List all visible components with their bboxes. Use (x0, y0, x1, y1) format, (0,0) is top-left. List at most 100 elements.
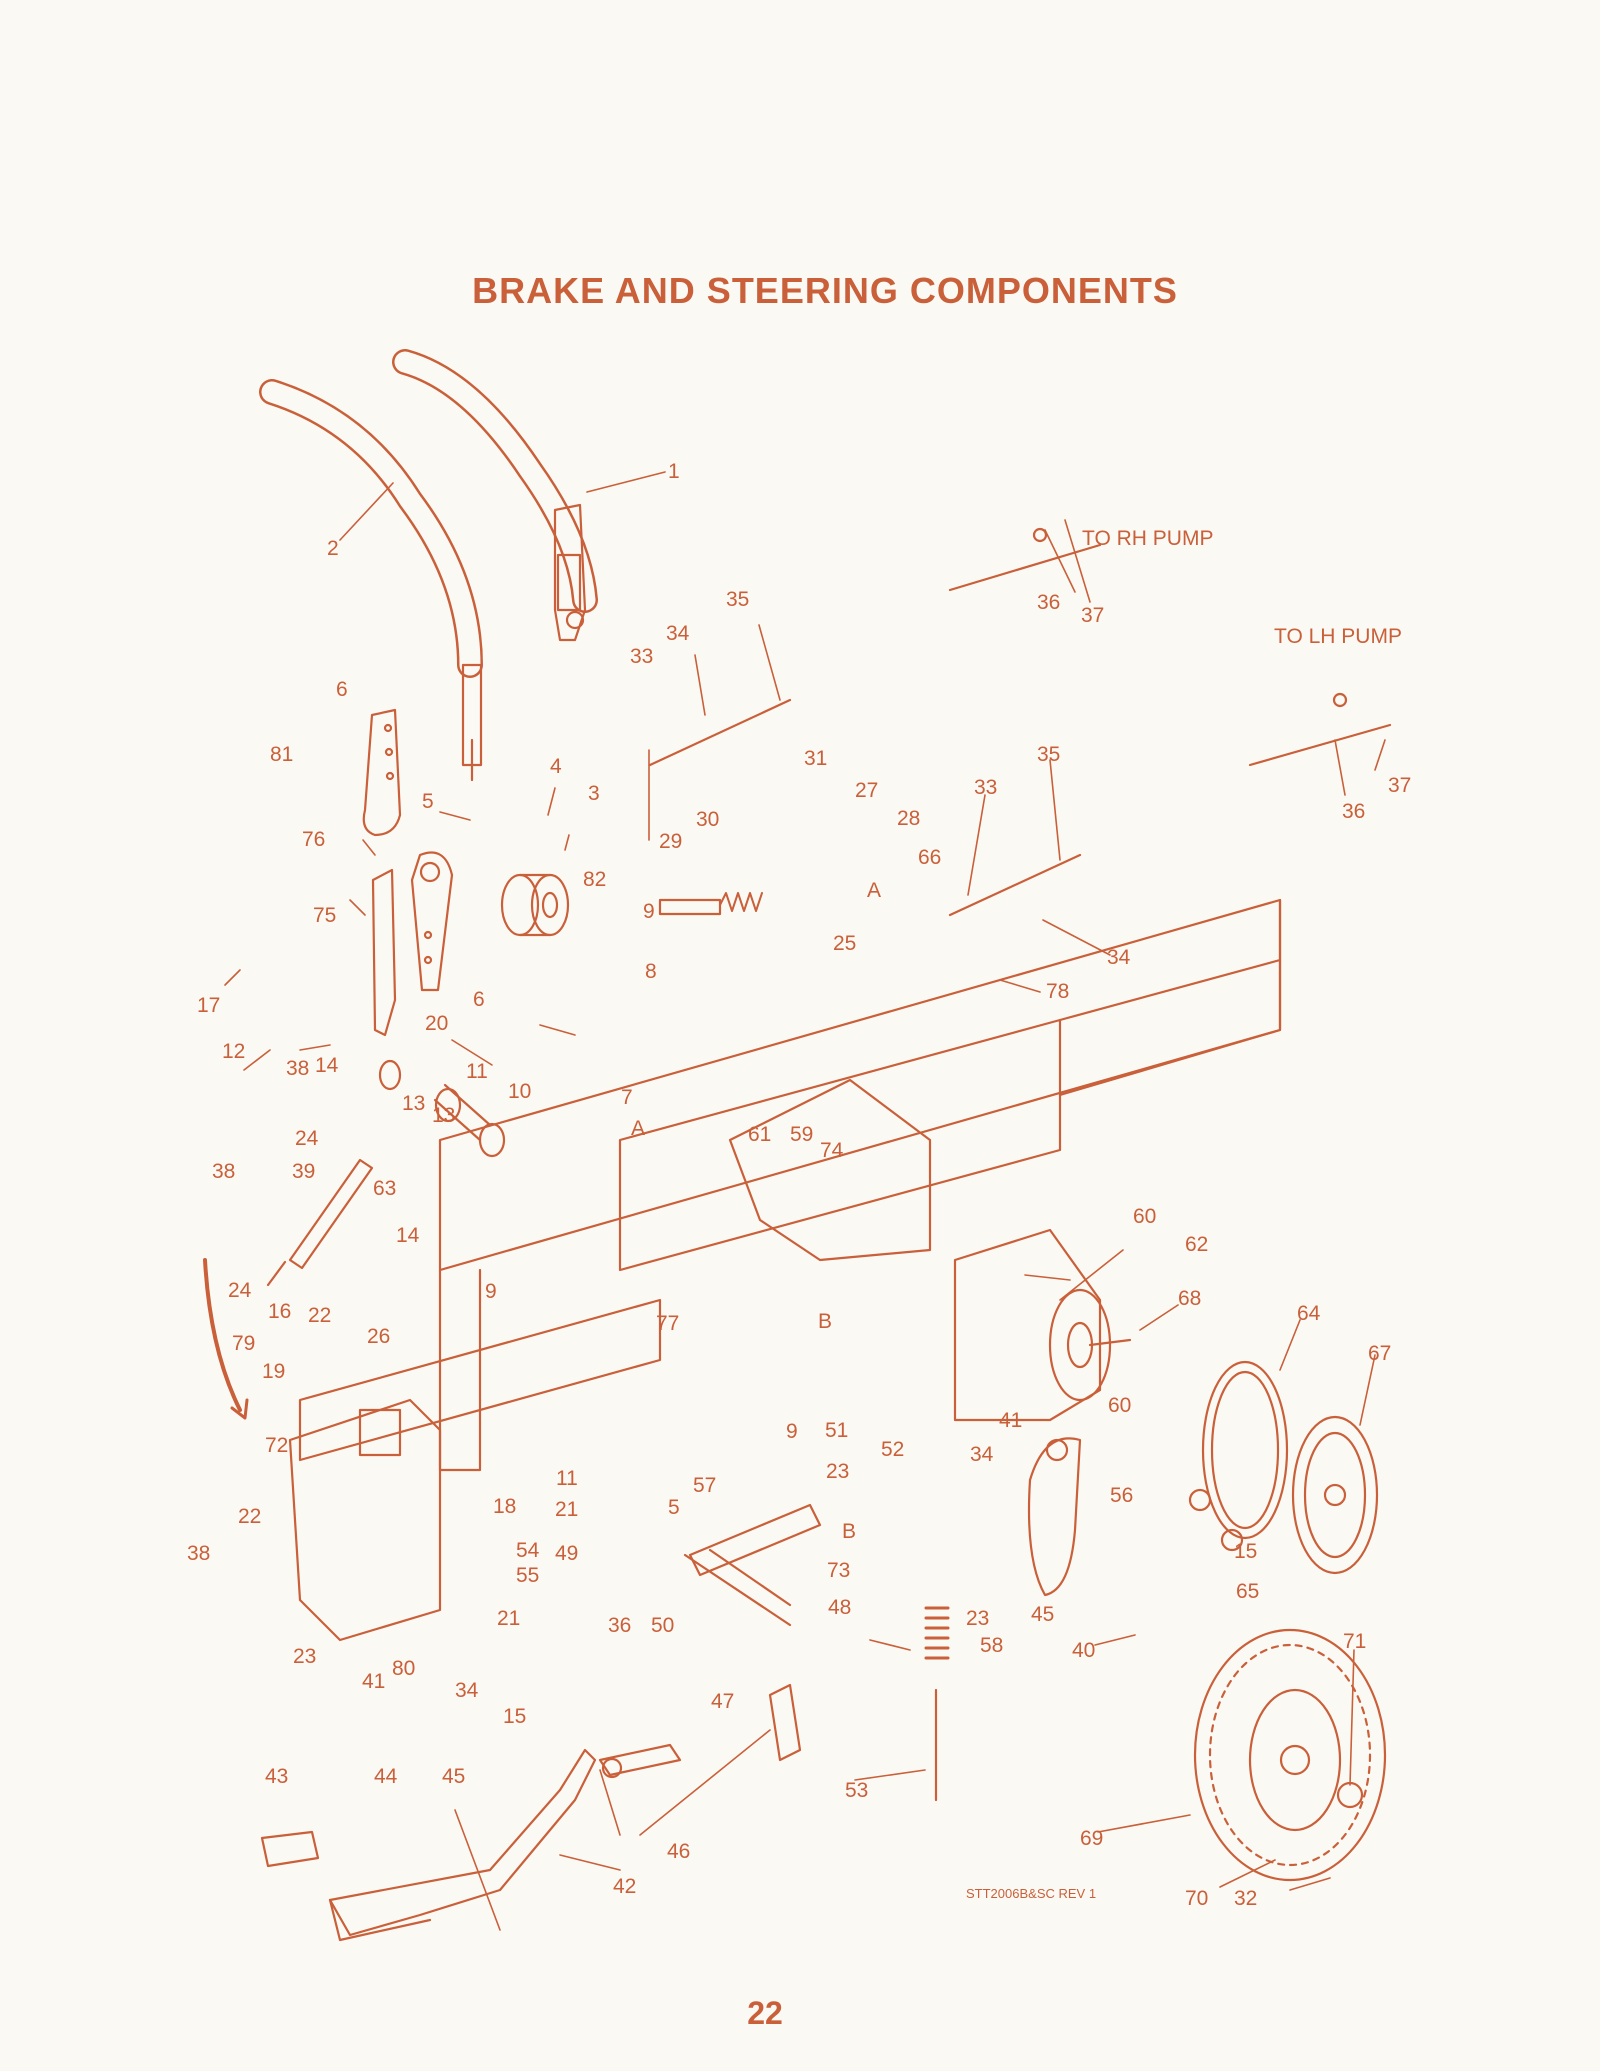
gas-spring-39 (266, 1158, 374, 1287)
callout-34c: 34 (970, 1443, 994, 1466)
callout-82: 82 (583, 868, 606, 891)
callout-9b: 9 (485, 1280, 497, 1303)
callout-72: 72 (265, 1434, 288, 1457)
callout-46: 46 (667, 1840, 690, 1863)
callout-29: 29 (659, 830, 682, 853)
callout-81: 81 (270, 743, 293, 766)
callout-23c: 23 (293, 1645, 316, 1668)
callout-22a: 22 (308, 1304, 331, 1327)
callout-30: 30 (696, 808, 719, 831)
callout-35a: 35 (726, 588, 749, 611)
callout-75: 75 (313, 904, 336, 927)
callout-24b: 24 (228, 1279, 252, 1302)
pushrod-35-upper (648, 698, 792, 767)
callout-65: 65 (1236, 1580, 1259, 1603)
callout-34d: 34 (455, 1679, 479, 1702)
callout-44: 44 (374, 1765, 398, 1788)
callout-38a: 38 (286, 1057, 309, 1080)
callout-21b: 21 (497, 1607, 520, 1630)
callout-9c: 9 (786, 1420, 798, 1443)
callout-66: 66 (918, 846, 941, 869)
callout-37a: 37 (1081, 604, 1104, 627)
callout-15a: 15 (1234, 1540, 1257, 1563)
note-rh-pump: TO RH PUMP (1082, 527, 1213, 550)
callout-56: 56 (1110, 1484, 1133, 1507)
callout-49: 49 (555, 1542, 578, 1565)
callout-71: 71 (1343, 1630, 1366, 1653)
callout-38c: 38 (187, 1542, 210, 1565)
callout-3: 3 (588, 782, 600, 805)
callout-79: 79 (232, 1332, 255, 1355)
callout-13a: 13 (402, 1092, 425, 1115)
callout-35b: 35 (1037, 743, 1060, 766)
callout-5: 5 (422, 790, 434, 813)
callout-55: 55 (516, 1564, 539, 1587)
callout-61: 61 (748, 1123, 771, 1146)
clevis-47-46 (598, 1683, 802, 1779)
control-bracket-74 (728, 1078, 932, 1262)
callout-10: 10 (508, 1080, 531, 1103)
callout-19: 19 (262, 1360, 285, 1383)
callout-47: 47 (711, 1690, 734, 1713)
note-lh-pump: TO LH PUMP (1274, 625, 1402, 648)
callout-17: 17 (197, 994, 220, 1017)
callout-6b: 6 (473, 988, 485, 1011)
callout-23a: 23 (826, 1460, 849, 1483)
lever-arm-75 (371, 868, 397, 1037)
callout-73: 73 (827, 1559, 850, 1582)
callout-7: 7 (621, 1086, 633, 1109)
brake-drum-67 (1291, 1415, 1379, 1575)
callout-16: 16 (268, 1300, 291, 1323)
callout-41a: 41 (999, 1409, 1022, 1432)
callout-78: 78 (1046, 980, 1069, 1003)
callout-2: 2 (327, 537, 339, 560)
callout-1: 1 (668, 460, 680, 483)
callout-27: 27 (855, 779, 878, 802)
callout-70: 70 (1185, 1887, 1208, 1910)
callout-58: 58 (980, 1634, 1003, 1657)
callout-A-lower: A (631, 1117, 645, 1140)
callout-64: 64 (1297, 1302, 1321, 1325)
lever-arm-6b (410, 851, 454, 992)
callout-6a: 6 (336, 678, 348, 701)
callout-33b: 33 (974, 776, 997, 799)
callout-18: 18 (493, 1495, 516, 1518)
callout-74: 74 (820, 1139, 844, 1162)
callout-69: 69 (1080, 1827, 1103, 1850)
motion-arrow (203, 1258, 249, 1420)
callout-34b: 34 (1107, 946, 1131, 969)
callout-36c: 36 (608, 1614, 631, 1637)
callout-37b: 37 (1388, 774, 1411, 797)
spring-30 (658, 892, 763, 916)
callout-9a: 9 (643, 900, 655, 923)
tie-bar-57 (683, 1503, 822, 1627)
callout-80: 80 (392, 1657, 415, 1680)
drawing-number: STT2006B&SC REV 1 (966, 1886, 1096, 1901)
callout-67: 67 (1368, 1342, 1391, 1365)
callout-34a: 34 (666, 622, 690, 645)
callout-B-lower: B (842, 1520, 856, 1543)
callout-43: 43 (265, 1765, 288, 1788)
callout-25: 25 (833, 932, 856, 955)
callout-28: 28 (897, 807, 920, 830)
callout-B-upper: B (818, 1310, 832, 1333)
callout-11b: 11 (556, 1467, 578, 1490)
callout-62: 62 (1185, 1233, 1208, 1256)
callout-A-upper: A (867, 879, 881, 902)
callout-13b: 13 (432, 1104, 455, 1127)
callout-38b: 38 (212, 1160, 235, 1183)
page-title: BRAKE AND STEERING COMPONENTS (472, 270, 1178, 311)
callout-57: 57 (693, 1474, 716, 1497)
callout-60b: 60 (1108, 1394, 1131, 1417)
lower-bracket-72-18 (288, 1398, 442, 1642)
callout-36b: 36 (1342, 800, 1365, 823)
callout-77: 77 (656, 1312, 679, 1335)
callout-63: 63 (373, 1177, 396, 1200)
brake-pedal-42 (328, 1748, 597, 1942)
callout-41b: 41 (362, 1670, 385, 1693)
callout-32: 32 (1234, 1887, 1257, 1910)
callout-31: 31 (804, 747, 827, 770)
callout-15b: 15 (503, 1705, 526, 1728)
